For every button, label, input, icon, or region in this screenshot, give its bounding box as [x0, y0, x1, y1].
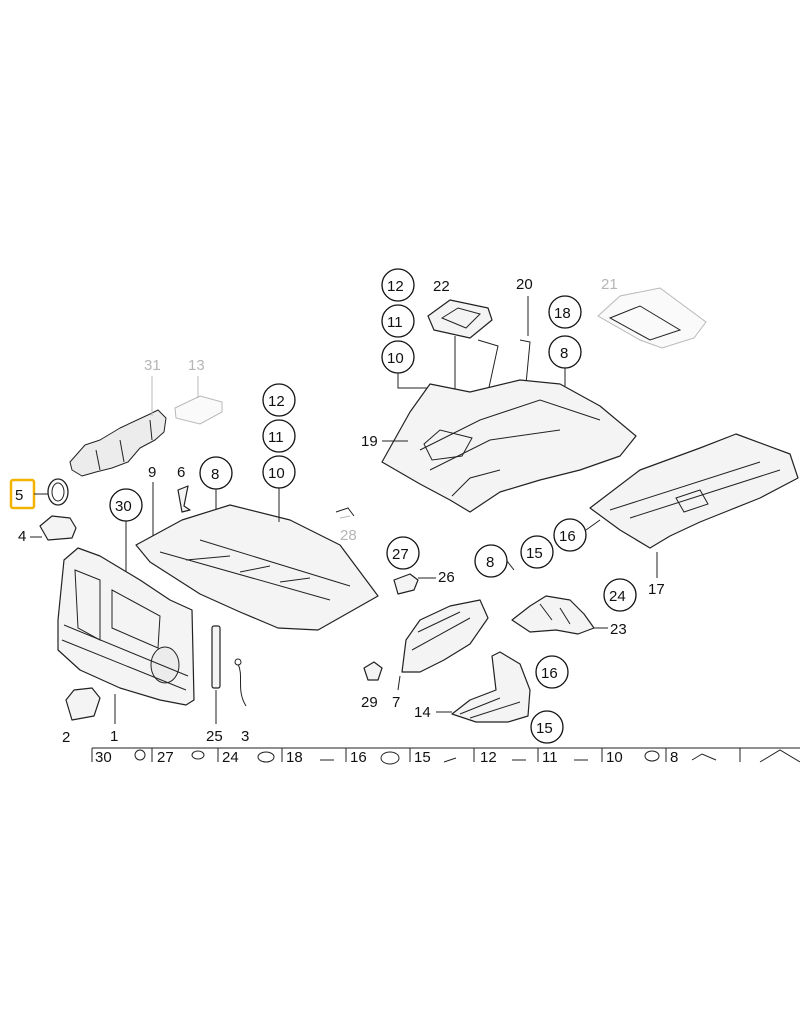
callout-31[interactable]: 31 — [144, 357, 161, 374]
callout-7[interactable]: 7 — [392, 694, 400, 711]
leader-10b — [397, 373, 430, 389]
callout-24-circle — [603, 578, 637, 612]
part-28-bracket[interactable] — [335, 507, 355, 519]
callout-11a[interactable]: 11 — [268, 429, 284, 446]
strip-icon-15 — [443, 757, 457, 763]
strip-icon-10 — [644, 750, 660, 762]
strip-item-15[interactable]: 15 — [414, 749, 431, 766]
callout-16a-circle — [553, 518, 587, 552]
part-27-bracket[interactable] — [393, 573, 419, 595]
strip-item-10[interactable]: 10 — [606, 749, 623, 766]
callout-12a-circle — [262, 383, 296, 417]
callout-30[interactable]: 30 — [115, 498, 132, 515]
strip-item-8[interactable]: 8 — [670, 749, 678, 766]
callout-8b[interactable]: 8 — [560, 345, 568, 362]
part-7-wheel-arch-cover[interactable] — [401, 599, 489, 673]
part-21-tray[interactable] — [597, 287, 707, 349]
leader-16a — [585, 519, 601, 531]
callout-25[interactable]: 25 — [206, 728, 223, 745]
callout-21[interactable]: 21 — [601, 276, 618, 293]
callout-10b[interactable]: 10 — [387, 350, 404, 367]
strip-item-27[interactable]: 27 — [157, 749, 174, 766]
part-29-clip[interactable] — [363, 661, 383, 681]
part-17-rear-undertray[interactable] — [589, 433, 799, 549]
callout-12a[interactable]: 12 — [268, 393, 285, 410]
part-20-bracket[interactable] — [477, 339, 531, 393]
part-25-strip[interactable] — [211, 625, 221, 689]
strip-icon-27 — [191, 750, 205, 760]
callout-27[interactable]: 27 — [392, 546, 409, 563]
callout-26[interactable]: 26 — [438, 569, 455, 586]
callout-19[interactable]: 19 — [361, 433, 378, 450]
strip-item-30[interactable]: 30 — [95, 749, 112, 766]
part-24-bracket[interactable] — [511, 595, 595, 635]
callout-15b-circle — [530, 710, 564, 744]
callout-17[interactable]: 17 — [648, 581, 665, 598]
part-31-bracket[interactable] — [69, 409, 167, 477]
callout-13[interactable]: 13 — [188, 357, 205, 374]
callout-9[interactable]: 9 — [148, 464, 156, 481]
callout-24[interactable]: 24 — [609, 588, 626, 605]
part-5-ring[interactable] — [47, 478, 69, 506]
callout-8a[interactable]: 8 — [211, 466, 219, 483]
part-13-plate[interactable] — [174, 395, 223, 425]
callout-16a[interactable]: 16 — [559, 528, 576, 545]
callout-16b[interactable]: 16 — [541, 665, 558, 682]
callout-3[interactable]: 3 — [241, 728, 249, 745]
callout-12b-circle — [381, 268, 415, 302]
callout-15a[interactable]: 15 — [526, 545, 543, 562]
part-4-cover[interactable] — [39, 515, 77, 541]
callout-1[interactable]: 1 — [110, 728, 118, 745]
callout-6[interactable]: 6 — [177, 464, 185, 481]
callout-16b-circle — [535, 655, 569, 689]
callout-20[interactable]: 20 — [516, 276, 533, 293]
part-22-frame[interactable] — [427, 299, 493, 339]
callout-11a-circle — [262, 419, 296, 453]
callout-27-circle — [386, 536, 420, 570]
strip-icon-16 — [380, 751, 400, 765]
strip-item-11[interactable]: 11 — [542, 749, 558, 766]
strip-icon-24 — [257, 751, 275, 763]
callout-4[interactable]: 4 — [18, 528, 26, 545]
part-19-center-undertray[interactable] — [381, 379, 637, 513]
callout-23[interactable]: 23 — [610, 621, 627, 638]
callout-11b[interactable]: 11 — [387, 314, 403, 331]
callout-15a-circle — [520, 535, 554, 569]
callout-12b[interactable]: 12 — [387, 278, 404, 295]
part-9-engine-undertray[interactable] — [135, 504, 379, 631]
callout-10a[interactable]: 10 — [268, 465, 285, 482]
callout-14[interactable]: 14 — [414, 704, 431, 721]
callout-8c[interactable]: 8 — [486, 554, 494, 571]
strip-icon-arrow — [759, 749, 800, 763]
fastener-strip — [91, 747, 800, 762]
callout-5[interactable]: 5 — [15, 487, 23, 504]
part-2-lid[interactable] — [65, 687, 101, 721]
callout-2[interactable]: 2 — [62, 729, 70, 746]
part-1-radiator-support[interactable] — [57, 547, 195, 706]
callout-28[interactable]: 28 — [340, 527, 357, 544]
callout-18-circle — [548, 295, 582, 329]
callout-22[interactable]: 22 — [433, 278, 450, 295]
callout-29[interactable]: 29 — [361, 694, 378, 711]
callout-11b-circle — [381, 304, 415, 338]
part-3-cable[interactable] — [234, 658, 247, 707]
strip-item-18[interactable]: 18 — [286, 749, 303, 766]
callout-18[interactable]: 18 — [554, 305, 571, 322]
part-14-wheel-arch-panel[interactable] — [451, 651, 531, 723]
strip-icon-30 — [134, 749, 146, 761]
strip-item-12[interactable]: 12 — [480, 749, 497, 766]
part-6-clip[interactable] — [177, 485, 191, 513]
strip-item-24[interactable]: 24 — [222, 749, 239, 766]
strip-icon-8 — [691, 753, 717, 761]
callout-15b[interactable]: 15 — [536, 720, 553, 737]
leader-8c — [506, 560, 515, 571]
leader-7 — [397, 675, 401, 691]
strip-item-16[interactable]: 16 — [350, 749, 367, 766]
